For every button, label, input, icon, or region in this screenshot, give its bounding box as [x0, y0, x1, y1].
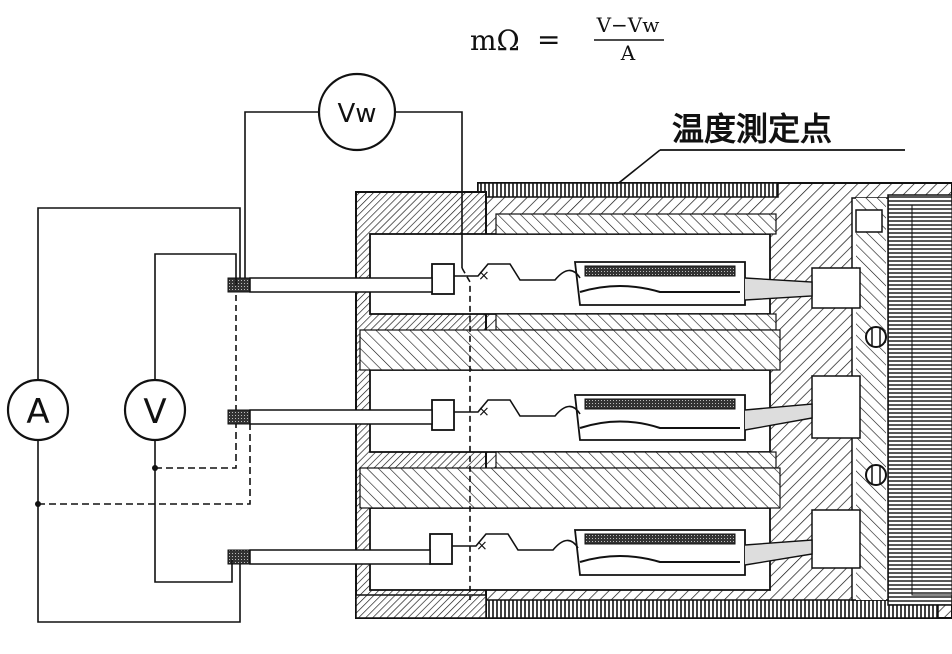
wire-3: [249, 549, 431, 565]
housing-bottom-edge: [477, 599, 939, 619]
ammeter-icon: [6, 378, 70, 442]
housing-hole-2: [865, 464, 887, 486]
voltmeter-icon: [123, 378, 187, 442]
svg-text:×: ×: [478, 404, 490, 420]
voltmeter-label: V: [143, 392, 166, 432]
ammeter-label: A: [26, 392, 49, 432]
wire-end-1: [227, 277, 251, 293]
temperature-point-label: 温度測定点: [672, 110, 832, 148]
formula-equals: =: [537, 23, 560, 56]
measurement-circuit: [37, 111, 471, 623]
voltmeter: V: [123, 378, 187, 442]
crimp-3: [429, 533, 453, 565]
ammeter-dashed-link: [38, 424, 251, 505]
voltmeter-wire-top: [154, 253, 237, 390]
voltmeter-w: Vw: [317, 72, 397, 152]
contact-spring-1: [584, 265, 736, 277]
housing-hole-1: [865, 326, 887, 348]
resistance-formula: mΩ = V−Vw A: [470, 13, 664, 65]
vw-wire-left: [244, 111, 318, 278]
wire-2: [249, 409, 433, 425]
ammeter-wire-top: [37, 207, 241, 390]
voltmeter-wire-bottom: [154, 430, 233, 583]
wire-1: [249, 277, 433, 293]
wire-end-2: [227, 409, 251, 425]
voltmeter-w-icon: [317, 72, 397, 152]
crimp-2: [431, 399, 455, 431]
pcb-edge-inner: [911, 204, 952, 596]
svg-text:×: ×: [476, 538, 488, 554]
ammeter: A: [6, 378, 70, 442]
formula-numerator: V−Vw: [596, 13, 660, 37]
vw-dashed-probe: [461, 267, 471, 600]
housing-top-edge: [477, 182, 779, 198]
voltmeter-w-label: Vw: [337, 99, 376, 129]
housing-web-fill: [856, 198, 886, 600]
svg-text:×: ×: [478, 268, 490, 284]
crimp-1: [431, 263, 455, 295]
contact-spring-2: [584, 398, 736, 410]
junction-a: [35, 501, 41, 507]
ammeter-wire-bottom: [37, 430, 241, 623]
voltmeter-dashed-link: [155, 424, 237, 469]
cavity-row-1: ×: [227, 213, 813, 331]
contact-spring-3: [584, 533, 736, 545]
formula-denominator: A: [620, 41, 636, 65]
cavity-row-2: ×: [227, 329, 813, 469]
cavity-row-3: ×: [227, 467, 813, 591]
formula-lhs: mΩ: [470, 24, 520, 57]
junction-v: [152, 465, 158, 471]
vw-wire-right: [396, 111, 463, 268]
